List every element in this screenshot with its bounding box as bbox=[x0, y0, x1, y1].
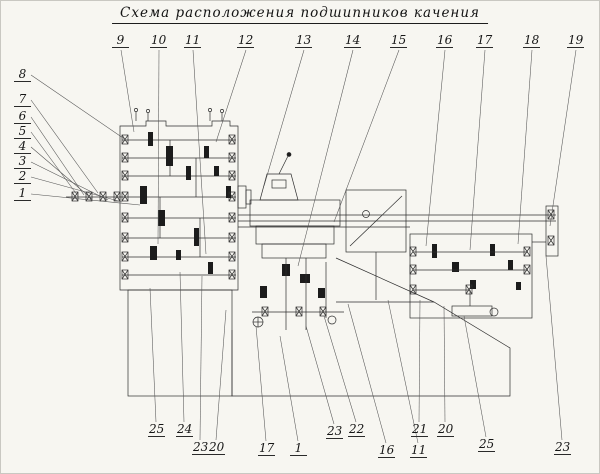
callout-left-8: 8 bbox=[14, 68, 31, 82]
callout-bottom-1: 1 bbox=[290, 442, 307, 456]
callout-bottom-23a: 23 bbox=[192, 440, 210, 455]
callout-left-6: 6 bbox=[14, 110, 31, 124]
gear-symbols bbox=[140, 132, 521, 298]
callout-bottom-16: 16 bbox=[378, 443, 396, 458]
callout-bottom-20a: 20 bbox=[208, 440, 226, 455]
callout-top-17: 17 bbox=[476, 33, 494, 48]
callout-top-9: 9 bbox=[112, 34, 129, 48]
callout-left-7: 7 bbox=[14, 93, 31, 107]
callout-top-10: 10 bbox=[150, 33, 168, 48]
callout-bottom-23c: 23 bbox=[554, 440, 572, 455]
callout-bottom-24: 24 bbox=[176, 422, 194, 437]
callout-top-16: 16 bbox=[436, 33, 454, 48]
diagram-title: Схема расположения подшипников качения bbox=[112, 5, 488, 24]
leader-lines bbox=[30, 49, 577, 444]
left-gearbox bbox=[66, 108, 252, 291]
bed-base bbox=[127, 257, 511, 397]
callout-bottom-25b: 25 bbox=[478, 437, 496, 452]
callout-top-12: 12 bbox=[237, 33, 255, 48]
callout-top-18: 18 bbox=[523, 33, 541, 48]
callout-bottom-25a: 25 bbox=[148, 422, 166, 437]
callout-top-11: 11 bbox=[184, 33, 202, 48]
middle-box bbox=[345, 189, 407, 300]
callout-bottom-23b: 23 bbox=[326, 424, 344, 439]
carriage-apron bbox=[249, 152, 344, 330]
callout-top-14: 14 bbox=[344, 33, 362, 48]
callout-left-4: 4 bbox=[14, 140, 31, 154]
callout-top-19: 19 bbox=[567, 33, 585, 48]
callout-left-5: 5 bbox=[14, 125, 31, 139]
callout-bottom-22: 22 bbox=[348, 422, 366, 437]
callout-bottom-11: 11 bbox=[410, 443, 428, 458]
callout-bottom-20b: 20 bbox=[437, 422, 455, 437]
machine-outline bbox=[66, 108, 559, 397]
callout-top-15: 15 bbox=[390, 33, 408, 48]
callout-left-3: 3 bbox=[14, 155, 31, 169]
feed-rods bbox=[238, 205, 559, 257]
callout-top-13: 13 bbox=[295, 33, 313, 48]
callout-bottom-17: 17 bbox=[258, 441, 276, 456]
callout-bottom-21: 21 bbox=[411, 422, 429, 437]
bearing-symbols bbox=[121, 134, 555, 317]
callout-left-1: 1 bbox=[14, 187, 31, 201]
right-gearbox bbox=[409, 233, 546, 319]
callout-left-2: 2 bbox=[14, 170, 31, 184]
